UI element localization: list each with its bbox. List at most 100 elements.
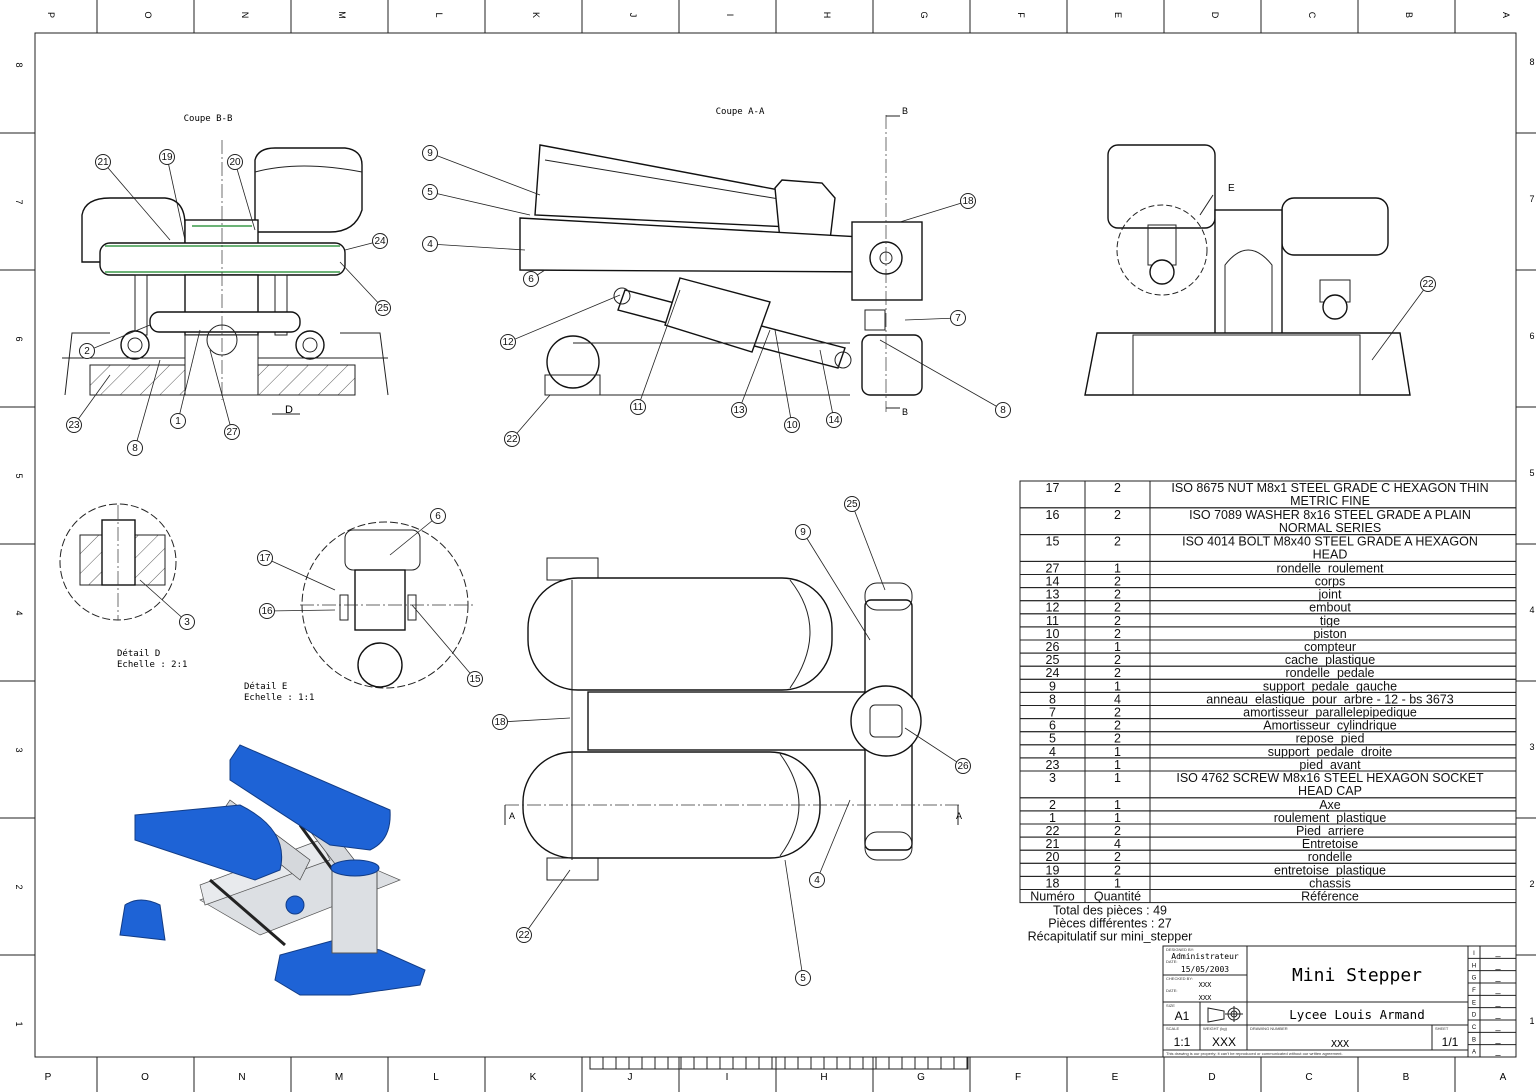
designed-by-label: DESIGNED BY: [1166,947,1194,952]
designed-by: Administrateur [1171,952,1239,961]
checked-date-label: DATE: [1166,988,1177,993]
border-column-label-bottom: L [433,1072,439,1083]
balloon-number: 6 [435,511,441,522]
bom-number: 18 [1046,876,1060,890]
bom-reference: ISO 8675 NUT M8x1 STEEL GRADE C HEXAGON … [1171,481,1488,495]
bom-reference: anneau_elastique_pour_arbre - 12 - bs 36… [1206,692,1453,706]
revision-letter: G [1472,976,1477,982]
bom-number: 16 [1046,508,1060,522]
bom-quantity: 1 [1114,679,1121,693]
border-row-label-left: 6 [14,336,24,341]
callout-balloon: 13 [731,329,771,418]
bom-number: 1 [1049,811,1056,825]
bom-quantity: 1 [1114,640,1121,654]
callout-balloon: 18 [899,193,976,223]
checked-date: XXX [1199,994,1212,1002]
drawing-title: Mini Stepper [1292,965,1422,986]
border-column-label-bottom: B [1403,1072,1410,1083]
border-column-label-top: P [46,12,56,18]
isometric-render [119,744,426,996]
bom-reference: amortisseur_parallelepipedique [1243,706,1417,720]
bom-quantity: 2 [1114,666,1121,680]
callout-balloon: 5 [422,184,531,216]
callout-balloon: 6 [523,269,546,287]
balloon-number: 19 [161,152,173,163]
border-column-label-bottom: M [335,1072,343,1083]
detail-d-view: Détail D Echelle : 2:1 3 [59,503,195,670]
callout-balloon: 25 [844,496,886,591]
balloon-number: 23 [68,420,80,431]
border-row-label-right: 1 [1529,1016,1534,1026]
callout-balloon: 15 [411,604,483,687]
revision-letter: C [1472,1025,1477,1031]
balloon-number: 25 [846,499,858,510]
bom-different: Pièces différentes : 27 [1048,917,1172,931]
callout-balloon: 14 [819,349,842,428]
bom-number: Numéro [1030,890,1075,904]
bom-number: 20 [1046,850,1060,864]
callout-balloon: 26 [904,727,971,774]
property-notice: This drawing is our property; it can't b… [1166,1051,1343,1056]
bom-reference: corps [1315,575,1346,589]
balloon-number: 9 [427,148,433,159]
bom-number: 14 [1046,575,1060,589]
revision-letter: I [1473,951,1475,957]
revision-value: _ [1494,996,1501,1006]
date-label: DATE: [1166,959,1177,964]
bom-reference: NORMAL SERIES [1279,521,1381,535]
balloon-number: 11 [633,402,644,413]
size-label: SIZE [1166,1003,1175,1008]
bom-quantity: 2 [1114,575,1121,589]
callout-balloon: 22 [1371,276,1436,361]
revision-value: _ [1494,959,1501,969]
bom-number: 12 [1046,601,1060,615]
border-column-label-top: B [1404,12,1414,18]
callout-balloon: 24 [344,233,388,251]
border-column-label-top: C [1307,12,1317,19]
border-row-label-right: 5 [1529,468,1534,478]
bom-row: 14 2 corps [1019,574,1517,589]
border-row-label-left: 5 [14,473,24,478]
border-column-label-bottom: O [141,1072,149,1083]
bom-quantity: 1 [1114,771,1121,785]
bom-quantity: 2 [1114,627,1121,641]
balloon-number: 2 [84,346,90,357]
border-column-label-bottom: P [45,1072,52,1083]
callout-balloon: 20 [227,154,256,231]
border-row-label-right: 3 [1529,742,1534,752]
bom-reference: compteur [1304,640,1356,654]
balloon-number: 18 [494,717,506,728]
bom-reference: joint [1318,588,1342,602]
bom-number: 3 [1049,771,1056,785]
border-column-label-top: K [531,12,541,18]
sheet-label: SHEET [1435,1026,1449,1031]
scale: 1:1 [1174,1035,1191,1049]
callout-balloon: 18 [492,714,571,730]
bom-number: 13 [1046,588,1060,602]
balloon-number: 12 [502,337,514,348]
bom-reference: tige [1320,614,1340,628]
bom-reference: cache_plastique [1285,653,1375,667]
balloon-number: 3 [184,617,190,628]
border-column-label-top: M [337,11,347,19]
border-column-label-top: H [822,12,832,19]
bom-reference: ISO 7089 WASHER 8x16 STEEL GRADE A PLAIN [1189,508,1471,522]
bom-number: 21 [1046,837,1060,851]
balloon-number: 20 [229,157,241,168]
bom-reference: Pied_arriere [1296,824,1364,838]
callout-balloon: 4 [809,799,851,888]
weight: XXX [1212,1035,1236,1049]
title-block: DESIGNED BY: Administrateur DATE: 15/05/… [1162,945,1517,1058]
balloon-number: 18 [962,196,974,207]
